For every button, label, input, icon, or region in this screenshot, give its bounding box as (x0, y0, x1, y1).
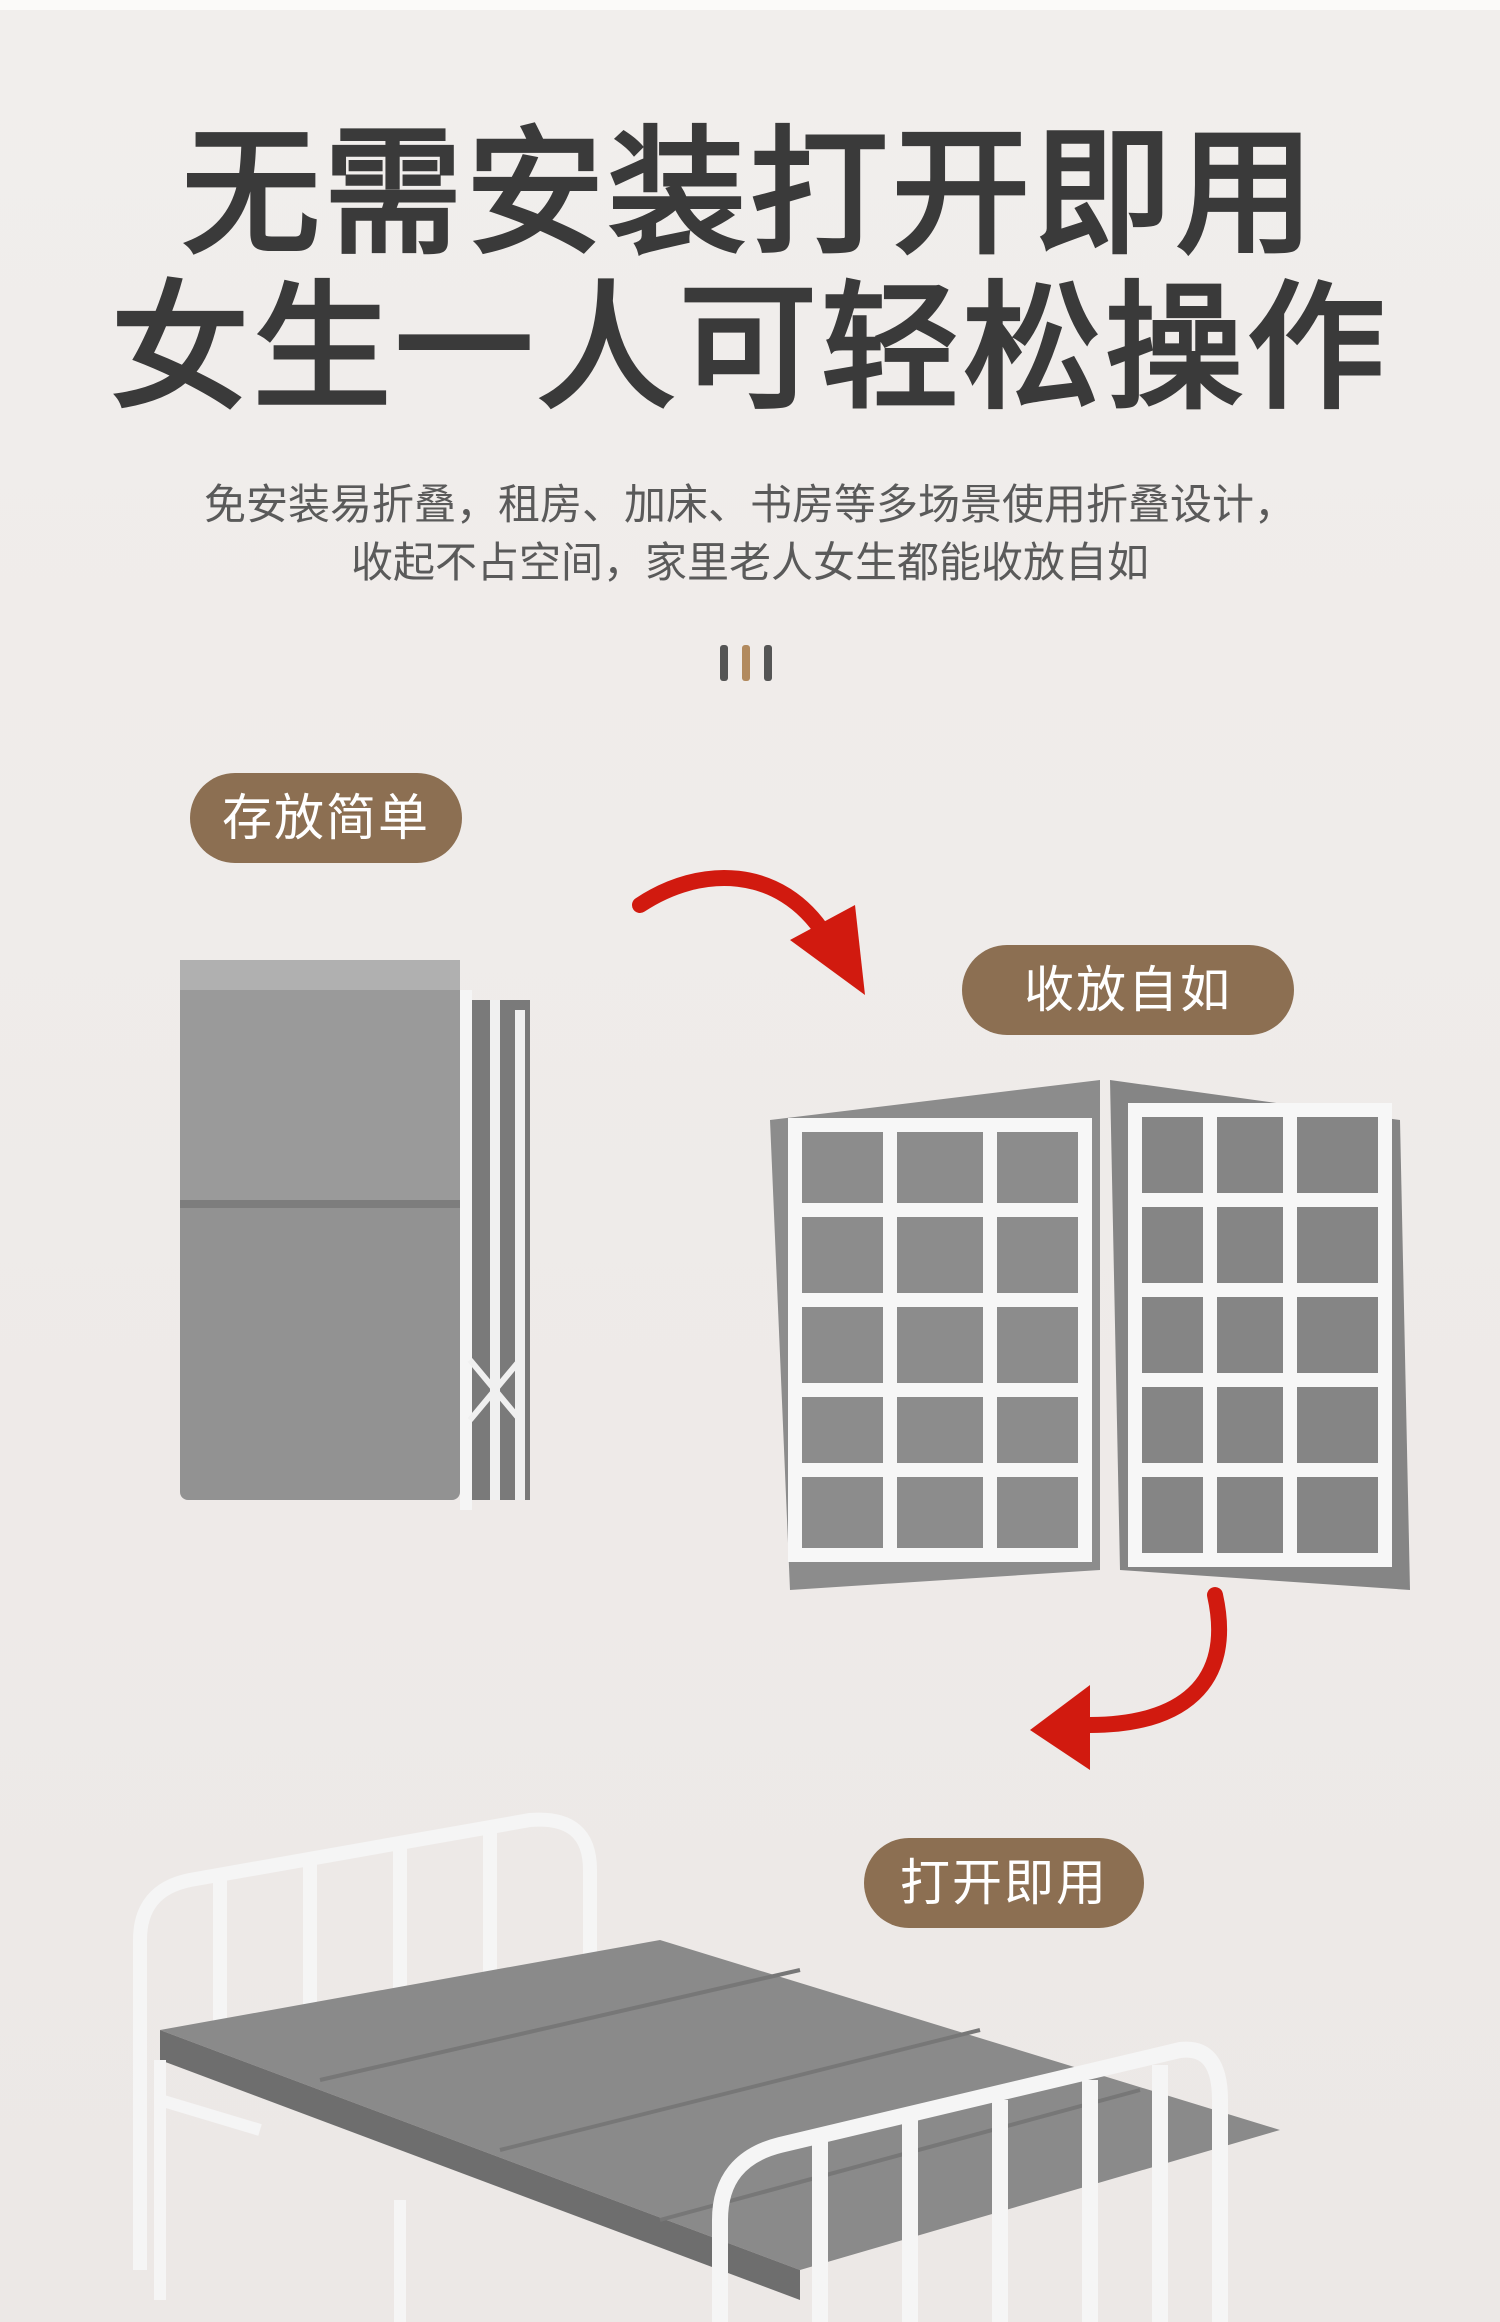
curved-arrow-left-down-icon (1030, 1587, 1228, 1770)
step-label-storage: 存放简单 (190, 773, 462, 863)
description-line-1: 免安装易折叠，租房、加床、书房等多场景使用折叠设计， (203, 480, 1296, 529)
curved-arrow-right-down-icon (632, 869, 865, 995)
top-strip (0, 0, 1500, 10)
headline-line-2: 女生一人可轻松操作 (110, 268, 1389, 429)
folded-bed-image (180, 960, 530, 1510)
three-bars-icon (718, 645, 778, 681)
half-open-bed-image (770, 1080, 1410, 1590)
step-label-open: 打开即用 (864, 1838, 1144, 1928)
open-bed-image (133, 1812, 1280, 2322)
step-label-fold: 收放自如 (962, 945, 1294, 1035)
description-line-2: 收起不占空间，家里老人女生都能收放自如 (350, 538, 1149, 587)
headline-line-1: 无需安装打开即用 (181, 113, 1318, 274)
